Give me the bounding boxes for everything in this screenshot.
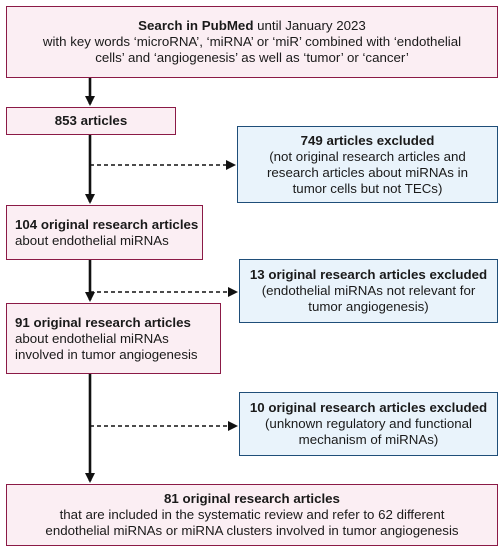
final-81-line-2: endothelial miRNAs or miRNA clusters inv… (45, 523, 459, 538)
search-line-3: cells’ and ‘angiogenesis’ as well as ‘tu… (95, 50, 409, 65)
excluded-10-title: 10 original research articles excluded (249, 400, 488, 415)
search-title: Search in PubMed (138, 18, 254, 33)
excluded-749-box: 749 articles excluded (not original rese… (237, 126, 498, 203)
search-box: Search in PubMed until January 2023 with… (6, 6, 498, 78)
excluded-10-line-2: mechanism of miRNAs) (298, 432, 439, 447)
final-81-line-1: that are included in the systematic revi… (59, 507, 445, 522)
search-line-2: with key words ‘microRNA’, ‘miRNA’ or ‘m… (42, 34, 462, 49)
original-91-line-2: involved in tumor angiogenesis (15, 346, 198, 362)
excluded-13-line-2: tumor angiogenesis) (308, 299, 429, 314)
excluded-10-line-1: (unknown regulatory and functional (265, 416, 472, 431)
original-104-line-1: about endothelial miRNAs (15, 232, 169, 248)
articles-853-box: 853 articles (6, 107, 176, 135)
excluded-13-box: 13 original research articles excluded (… (239, 259, 498, 323)
original-91-box: 91 original research articles about endo… (6, 303, 221, 374)
excluded-749-line-2: research articles about miRNAs in (266, 164, 468, 180)
excluded-10-box: 10 original research articles excluded (… (239, 392, 498, 456)
excluded-13-title: 13 original research articles excluded (249, 267, 488, 282)
original-91-line-1: about endothelial miRNAs (15, 330, 169, 346)
articles-853-title: 853 articles (54, 113, 128, 128)
search-title-line: Search in PubMed until January 2023 (13, 18, 491, 34)
excluded-749-line-1: (not original research articles and (269, 148, 466, 164)
original-104-title: 104 original research articles (15, 216, 199, 232)
excluded-749-title: 749 articles excluded (300, 132, 435, 148)
search-title-suffix: until January 2023 (253, 18, 366, 33)
original-91-title: 91 original research articles (15, 314, 191, 330)
final-81-box: 81 original research articles that are i… (6, 484, 498, 546)
final-81-title: 81 original research articles (164, 491, 340, 506)
excluded-13-line-1: (endothelial miRNAs not relevant for (261, 283, 476, 298)
excluded-749-line-3: tumor cells but not TECs) (292, 180, 443, 196)
original-104-box: 104 original research articles about end… (6, 205, 203, 260)
